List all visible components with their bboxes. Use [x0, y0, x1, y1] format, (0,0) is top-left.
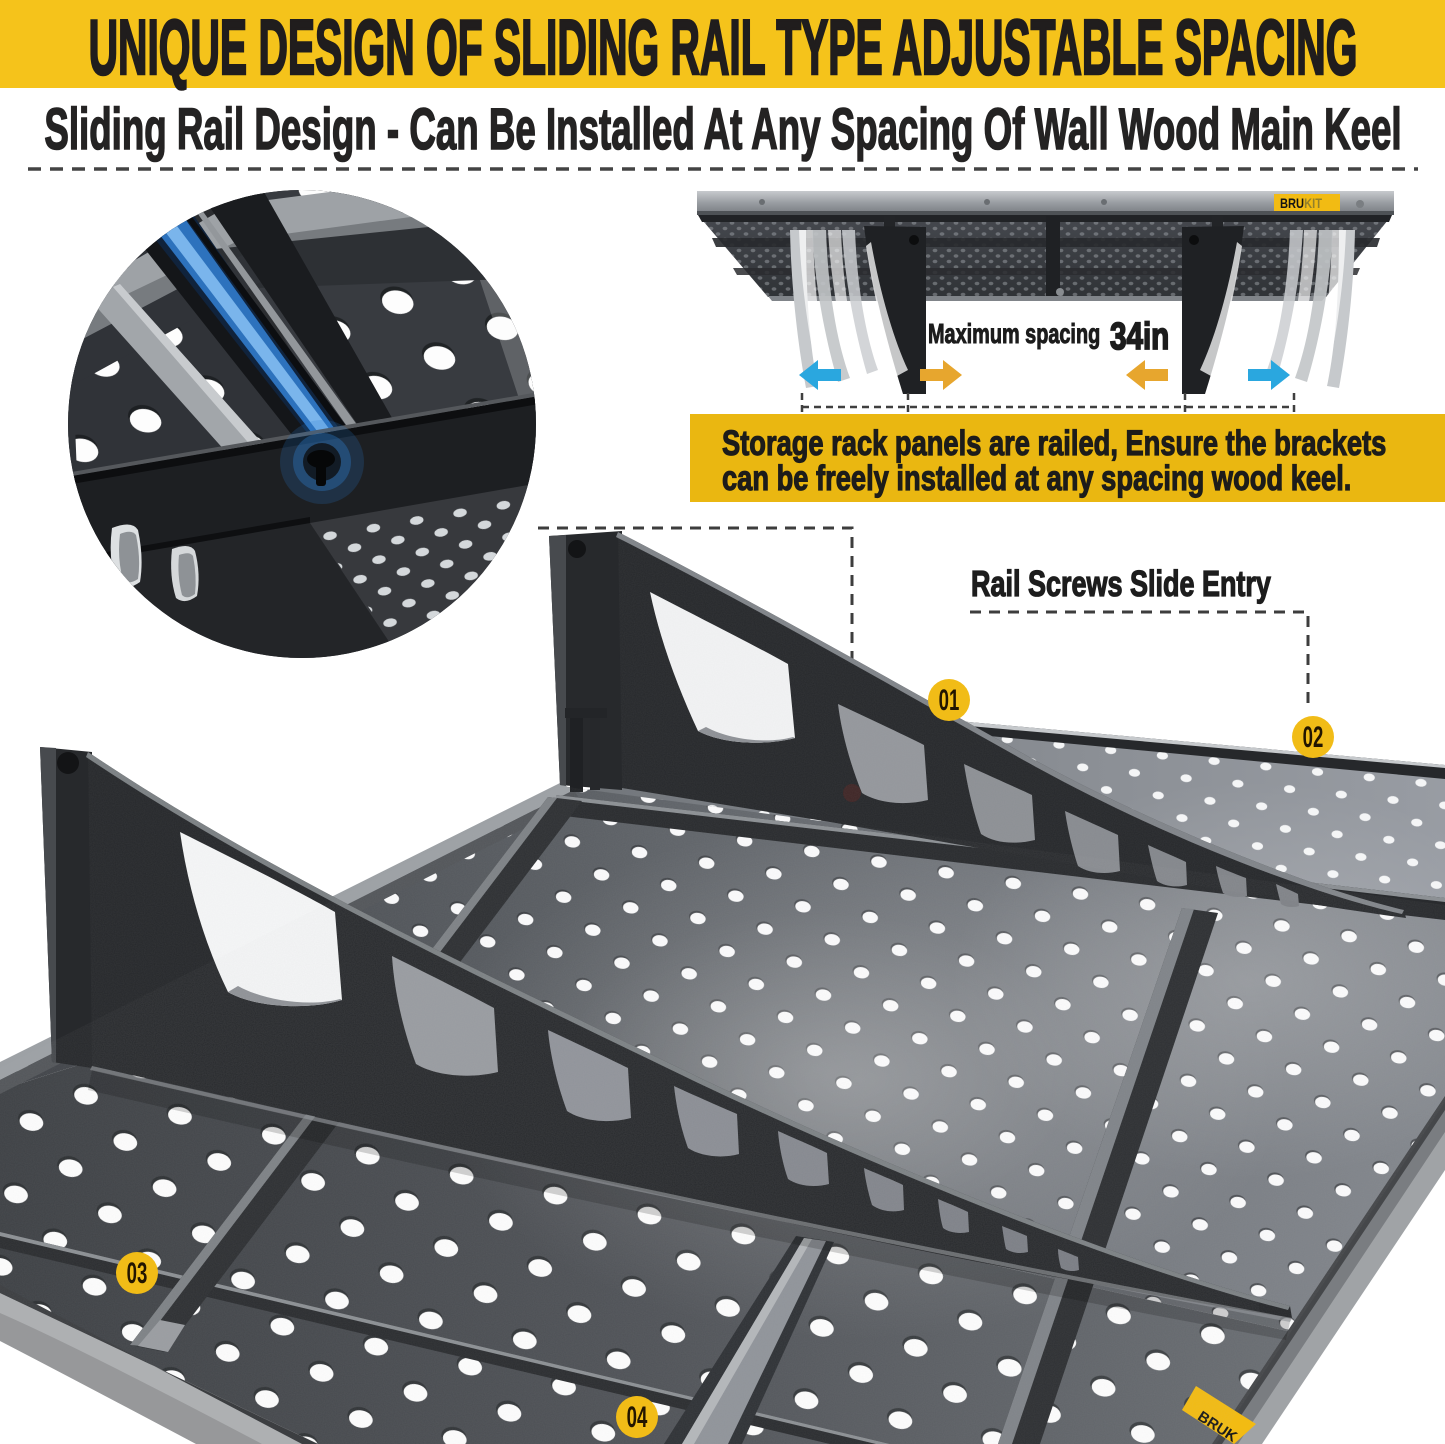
- svg-text:Maximum spacing: Maximum spacing: [928, 319, 1100, 350]
- svg-text:03: 03: [127, 1257, 148, 1291]
- svg-text:Rail Screws Slide Entry: Rail Screws Slide Entry: [971, 563, 1271, 604]
- svg-text:02: 02: [1303, 721, 1324, 755]
- svg-text:UNIQUE DESIGN OF SLIDING RAIL: UNIQUE DESIGN OF SLIDING RAIL TYPE ADJUS…: [89, 5, 1358, 91]
- svg-text:34in: 34in: [1110, 316, 1169, 358]
- svg-text:BRUKIT: BRUKIT: [1280, 195, 1322, 211]
- svg-text:Storage rack panels are railed: Storage rack panels are railed, Ensure t…: [722, 424, 1386, 463]
- svg-text:can be freely installed at any: can be freely installed at any spacing w…: [722, 459, 1351, 498]
- svg-text:04: 04: [627, 1401, 648, 1435]
- svg-text:01: 01: [939, 684, 960, 718]
- svg-text:Sliding Rail Design - Can Be I: Sliding Rail Design - Can Be Installed A…: [44, 98, 1401, 163]
